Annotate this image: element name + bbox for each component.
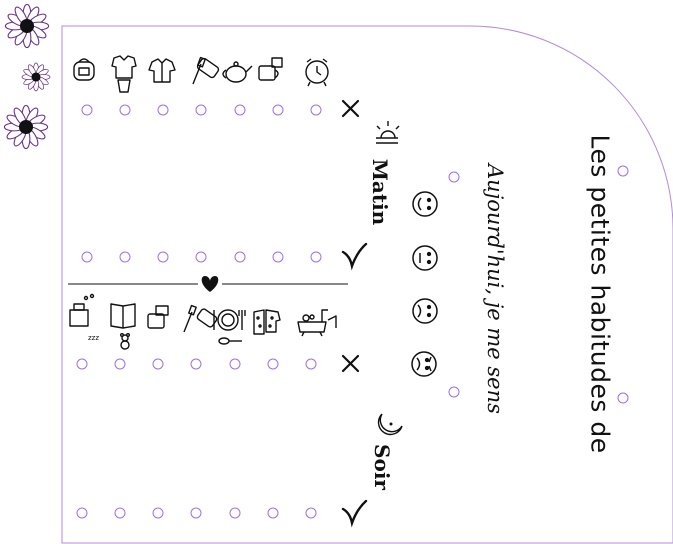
plate-icon: [213, 309, 246, 331]
sad-face-icon[interactable]: [412, 298, 438, 324]
section-label-morning: Matin: [368, 158, 392, 226]
clothes-icon: [111, 55, 137, 93]
morning-checklist-holes: [81, 104, 322, 263]
morning-check-icon: [341, 242, 368, 271]
happy-face-icon[interactable]: [412, 191, 438, 217]
alarm-clock-icon: [305, 58, 329, 87]
mood-holes: [448, 165, 629, 404]
svg-text:zzz: zzz: [88, 334, 99, 342]
evening-activities: zzz: [69, 293, 337, 350]
book-icon: [110, 303, 136, 329]
toothpaste-icon: [147, 305, 169, 329]
section-label-evening: Soir: [370, 444, 394, 490]
spoon-icon: [218, 337, 242, 345]
feelings-prompt: Aujourd'hui, je me sens: [483, 164, 507, 414]
sleep-bed-icon: zzz: [69, 293, 99, 342]
toothbrush-icon: [192, 56, 206, 85]
pajamas-icon: [253, 309, 281, 335]
daisy-decoration-middle: [21, 62, 51, 92]
evening-check-icon: [341, 499, 368, 528]
page-title: Les petites habitudes de: [585, 134, 615, 454]
teapot-icon: [222, 61, 253, 83]
neutral-face-icon[interactable]: [412, 245, 438, 271]
evening-cross-icon: [341, 354, 360, 373]
bathtub-icon: [297, 309, 337, 337]
moon-icon: [377, 413, 403, 436]
shirt-icon: [148, 58, 176, 83]
backpack-icon: [73, 58, 95, 81]
angry-face-icon[interactable]: [411, 351, 437, 377]
teddy-bear-icon: [119, 332, 130, 350]
heart-icon: [201, 276, 219, 292]
section-divider: [68, 276, 348, 292]
sun-icon: [376, 121, 400, 144]
evening-checklist-holes: [76, 358, 317, 519]
morning-activities: [73, 55, 329, 93]
hairbrush-icon: [196, 57, 220, 79]
toothbrush-icon: [183, 304, 197, 333]
mood-faces: [411, 191, 438, 377]
morning-cross-icon: [341, 99, 360, 118]
breakfast-cup-icon: [258, 57, 283, 81]
board-outline: [61, 25, 673, 544]
daisy-decoration-bottom: [3, 104, 49, 150]
daisy-decoration-top: [4, 3, 50, 49]
